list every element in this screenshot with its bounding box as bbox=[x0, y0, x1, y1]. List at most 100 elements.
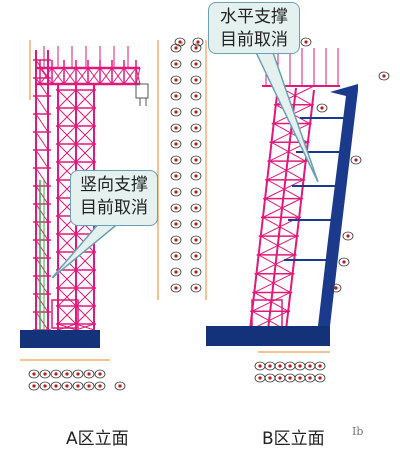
survey-marker bbox=[300, 37, 312, 47]
survey-marker bbox=[174, 37, 186, 47]
a-left-diagonal bbox=[35, 167, 49, 187]
survey-marker bbox=[170, 107, 182, 117]
b-truss-diag bbox=[254, 273, 293, 293]
survey-marker bbox=[83, 381, 95, 391]
a-hanging-device bbox=[135, 83, 149, 99]
survey-marker bbox=[170, 203, 182, 213]
a-main-diag bbox=[57, 125, 77, 145]
a-main-diag bbox=[57, 323, 77, 331]
a-left-diagonal bbox=[35, 95, 49, 115]
a-left-diagonal bbox=[35, 293, 49, 313]
b-retaining-wall bbox=[318, 84, 358, 326]
caption-a-zone: A区立面 bbox=[66, 429, 129, 449]
survey-marker bbox=[170, 123, 182, 133]
survey-marker bbox=[170, 267, 182, 277]
zone-b-truss bbox=[248, 48, 358, 331]
survey-marker bbox=[170, 283, 182, 293]
b-truss-diag bbox=[264, 179, 304, 200]
survey-marker bbox=[28, 369, 40, 379]
survey-marker bbox=[94, 369, 106, 379]
survey-marker bbox=[274, 361, 286, 371]
a-left-diagonal bbox=[35, 275, 49, 295]
survey-marker bbox=[190, 251, 202, 261]
b-truss-column bbox=[285, 89, 315, 331]
survey-marker bbox=[170, 59, 182, 69]
survey-marker bbox=[190, 139, 202, 149]
a-left-diagonal bbox=[35, 113, 49, 133]
survey-marker bbox=[316, 103, 328, 113]
b-truss-diag bbox=[258, 235, 297, 256]
left-callout: 竖向支撑 目前取消 bbox=[70, 170, 158, 226]
survey-marker bbox=[28, 381, 40, 391]
a-left-diagonal bbox=[35, 221, 49, 241]
survey-marker bbox=[314, 361, 326, 371]
survey-marker bbox=[170, 171, 182, 181]
watermark-mark: Ib bbox=[352, 425, 364, 438]
survey-marker bbox=[190, 203, 202, 213]
survey-marker bbox=[350, 155, 362, 165]
survey-marker bbox=[190, 43, 202, 53]
survey-marker bbox=[190, 235, 202, 245]
survey-marker bbox=[170, 219, 182, 229]
survey-marker bbox=[264, 373, 276, 383]
a-base-slab bbox=[20, 330, 100, 348]
a-main-diag bbox=[57, 233, 77, 253]
survey-marker bbox=[190, 59, 202, 69]
survey-marker bbox=[378, 71, 390, 81]
b-base-slab bbox=[206, 326, 330, 346]
survey-marker bbox=[61, 381, 73, 391]
survey-marker bbox=[304, 373, 316, 383]
survey-marker bbox=[170, 187, 182, 197]
survey-marker bbox=[264, 361, 276, 371]
survey-marker bbox=[114, 381, 126, 391]
survey-marker bbox=[342, 231, 354, 241]
caption-b-zone: B区立面 bbox=[262, 429, 325, 449]
b-truss-diag bbox=[271, 123, 310, 143]
a-main-diag bbox=[75, 305, 95, 325]
survey-marker bbox=[294, 373, 306, 383]
survey-marker bbox=[190, 219, 202, 229]
a-base-box bbox=[51, 299, 79, 329]
survey-marker bbox=[170, 251, 182, 261]
survey-marker bbox=[330, 283, 342, 293]
a-main-diag bbox=[75, 251, 95, 271]
b-truss-diag bbox=[262, 198, 302, 218]
left-callout-line1: 竖向支撑 bbox=[80, 175, 148, 195]
survey-marker bbox=[314, 373, 326, 383]
survey-marker bbox=[190, 123, 202, 133]
a-main-diag bbox=[75, 89, 95, 109]
a-main-diag bbox=[75, 323, 95, 331]
a-main-diag bbox=[75, 125, 95, 145]
a-left-diagonal bbox=[35, 149, 49, 169]
a-main-diag bbox=[75, 107, 95, 127]
survey-marker bbox=[170, 75, 182, 85]
a-main-diag bbox=[57, 143, 77, 163]
a-top-diag bbox=[51, 67, 65, 85]
a-top-diag bbox=[123, 67, 137, 85]
a-left-diagonal bbox=[35, 185, 49, 205]
survey-marker bbox=[72, 369, 84, 379]
survey-marker bbox=[170, 155, 182, 165]
a-left-diagonal bbox=[35, 131, 49, 151]
survey-marker bbox=[274, 373, 286, 383]
survey-marker bbox=[39, 381, 51, 391]
b-truss-diag bbox=[267, 160, 306, 181]
survey-marker bbox=[61, 369, 73, 379]
b-truss-diag bbox=[251, 292, 291, 312]
survey-marker bbox=[190, 75, 202, 85]
a-top-diag bbox=[39, 67, 53, 85]
survey-marker bbox=[338, 257, 350, 267]
a-main-diag bbox=[75, 143, 95, 163]
a-main-diag bbox=[57, 107, 77, 127]
survey-marker bbox=[284, 373, 296, 383]
a-main-diag bbox=[57, 269, 77, 289]
a-left-diagonal bbox=[35, 257, 49, 277]
survey-marker bbox=[190, 155, 202, 165]
right-callout-line2: 目前取消 bbox=[220, 30, 288, 50]
b-truss-diag bbox=[256, 254, 295, 275]
survey-marker bbox=[254, 373, 266, 383]
survey-marker bbox=[72, 381, 84, 391]
a-top-diag bbox=[135, 67, 141, 85]
right-callout-line1: 水平支撑 bbox=[220, 7, 288, 27]
